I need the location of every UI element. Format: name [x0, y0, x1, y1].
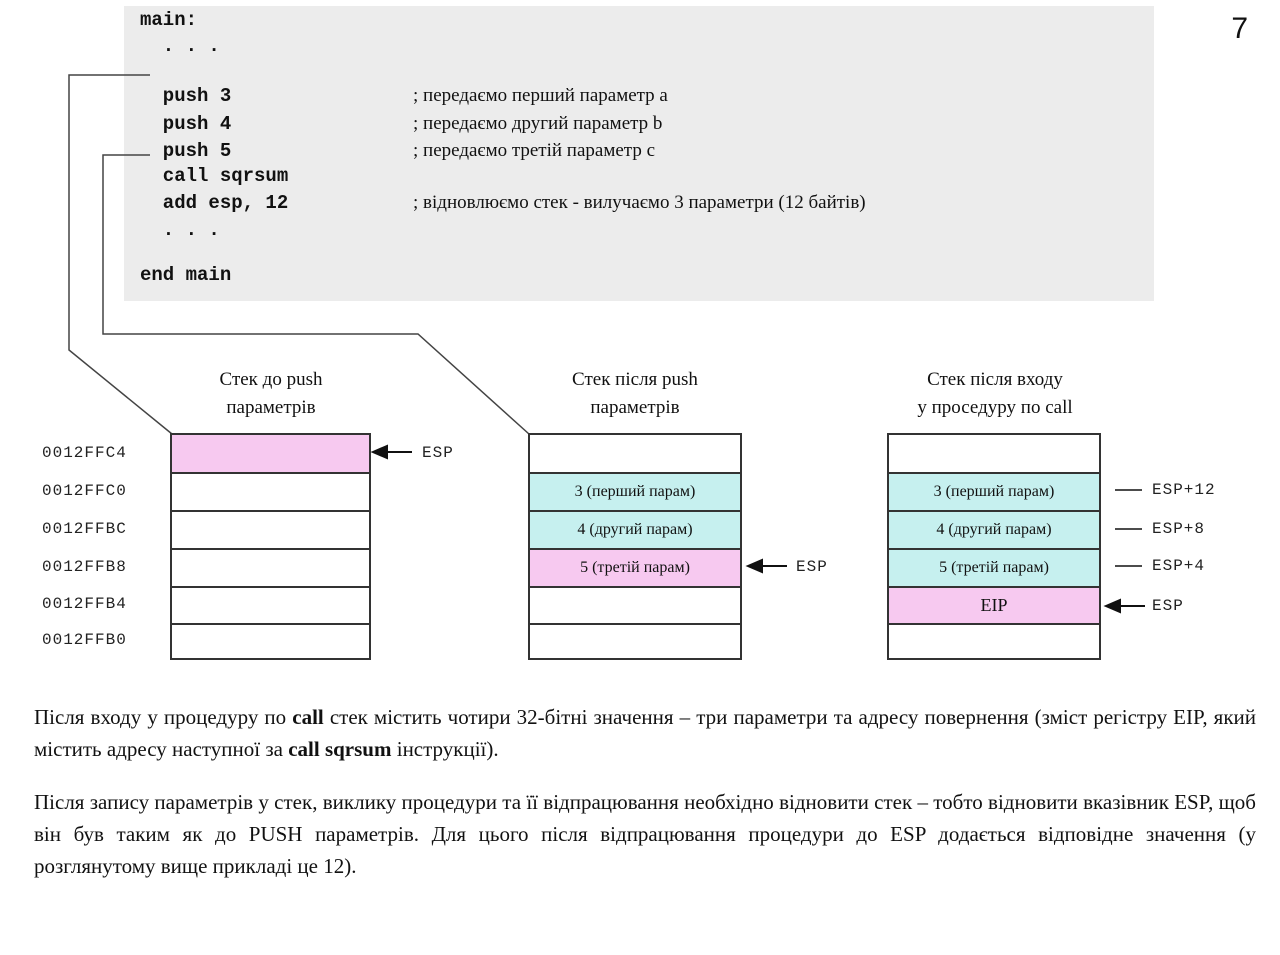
esp-label: ESP [422, 444, 454, 462]
code-listing: main: . . . push 3 ; передаємо перший па… [124, 6, 1154, 301]
address-label: 0012FFB0 [42, 631, 127, 649]
code-comment: ; відновлюємо стек - вилучаємо 3 парамет… [413, 192, 866, 213]
stack-cell [172, 548, 369, 586]
stack-cell [530, 623, 740, 660]
esp-offset-label: ESP+12 [1152, 481, 1216, 499]
arrow-esp-2 [745, 558, 787, 574]
text-run: інструкції). [391, 737, 499, 761]
code-comment: ; передаємо перший параметр a [413, 85, 668, 106]
address-label: 0012FFC4 [42, 444, 127, 462]
text-run-bold: call sqrsum [288, 737, 392, 761]
slide-number: 7 [1231, 12, 1248, 45]
stack-cell [889, 623, 1099, 660]
stack-cell [172, 435, 369, 473]
esp-label: ESP [796, 558, 828, 576]
code-line: end main [140, 264, 232, 286]
stack-cell: 4 (другий парам) [530, 510, 740, 548]
stack-cell [172, 472, 369, 510]
stack-cell: 4 (другий парам) [889, 510, 1099, 548]
code-line: add esp, 12 [140, 192, 289, 214]
text-run: стек містить чотири 32-бітні значення – … [34, 705, 1257, 761]
stack-title-line: параметрів [226, 397, 316, 418]
offset-ticks [1115, 489, 1142, 567]
stack-cell [889, 435, 1099, 473]
code-line: call sqrsum [140, 165, 289, 187]
esp-label: ESP [1152, 597, 1184, 615]
address-label: 0012FFC0 [42, 482, 127, 500]
stack-cell [530, 586, 740, 623]
stack-cell: EIP [889, 586, 1099, 623]
stack-cell: 3 (перший парам) [530, 472, 740, 510]
esp-offset-label: ESP+8 [1152, 520, 1206, 538]
stack-title-line: у проседуру по call [917, 397, 1073, 418]
stack-title-before: Стек до push параметрів [172, 366, 370, 422]
stack-title-after-call: Стек після входу у проседуру по call [880, 366, 1110, 422]
stack-cell: 5 (третій парам) [530, 548, 740, 586]
address-label: 0012FFBC [42, 520, 127, 538]
connector-line-before [68, 74, 173, 435]
stack-title-after-push: Стек після push параметрів [529, 366, 741, 422]
stack-title-line: параметрів [590, 397, 680, 418]
arrow-esp-3 [1103, 598, 1145, 614]
paragraph-1: Після входу у процедуру по call стек міс… [34, 701, 1256, 765]
address-label: 0012FFB4 [42, 595, 127, 613]
esp-offset-label: ESP+4 [1152, 557, 1206, 575]
code-line: . . . [140, 35, 220, 57]
stack-title-line: Стек після входу [927, 369, 1063, 390]
stack-after-call: 3 (перший парам) 4 (другий парам) 5 (тре… [887, 433, 1101, 660]
code-line: push 3 [140, 85, 232, 107]
code-comment: ; передаємо другий параметр b [413, 113, 663, 134]
code-line: push 4 [140, 113, 232, 135]
code-line: main: [140, 9, 198, 31]
paragraph-2: Після запису параметрів у стек, виклику … [34, 790, 1256, 878]
code-line: . . . [140, 219, 220, 241]
code-line: push 5 [140, 140, 232, 162]
code-comment: ; передаємо третій параметр c [413, 140, 656, 161]
stack-before-push [170, 433, 371, 660]
stack-cell [530, 435, 740, 473]
stack-cell [172, 623, 369, 660]
stack-cell: 3 (перший парам) [889, 472, 1099, 510]
stack-cell [172, 510, 369, 548]
address-label: 0012FFB8 [42, 558, 127, 576]
stack-cell: 5 (третій парам) [889, 548, 1099, 586]
connector-line-after [102, 154, 530, 435]
stack-cell [172, 586, 369, 623]
text-run-bold: call [292, 705, 324, 729]
stack-title-line: Стек після push [572, 369, 698, 390]
arrow-esp-1 [370, 444, 412, 460]
text-run: Після входу у процедуру по [34, 705, 293, 729]
stack-title-line: Стек до push [219, 369, 323, 390]
stack-after-push: 3 (перший парам) 4 (другий парам) 5 (тре… [528, 433, 742, 660]
